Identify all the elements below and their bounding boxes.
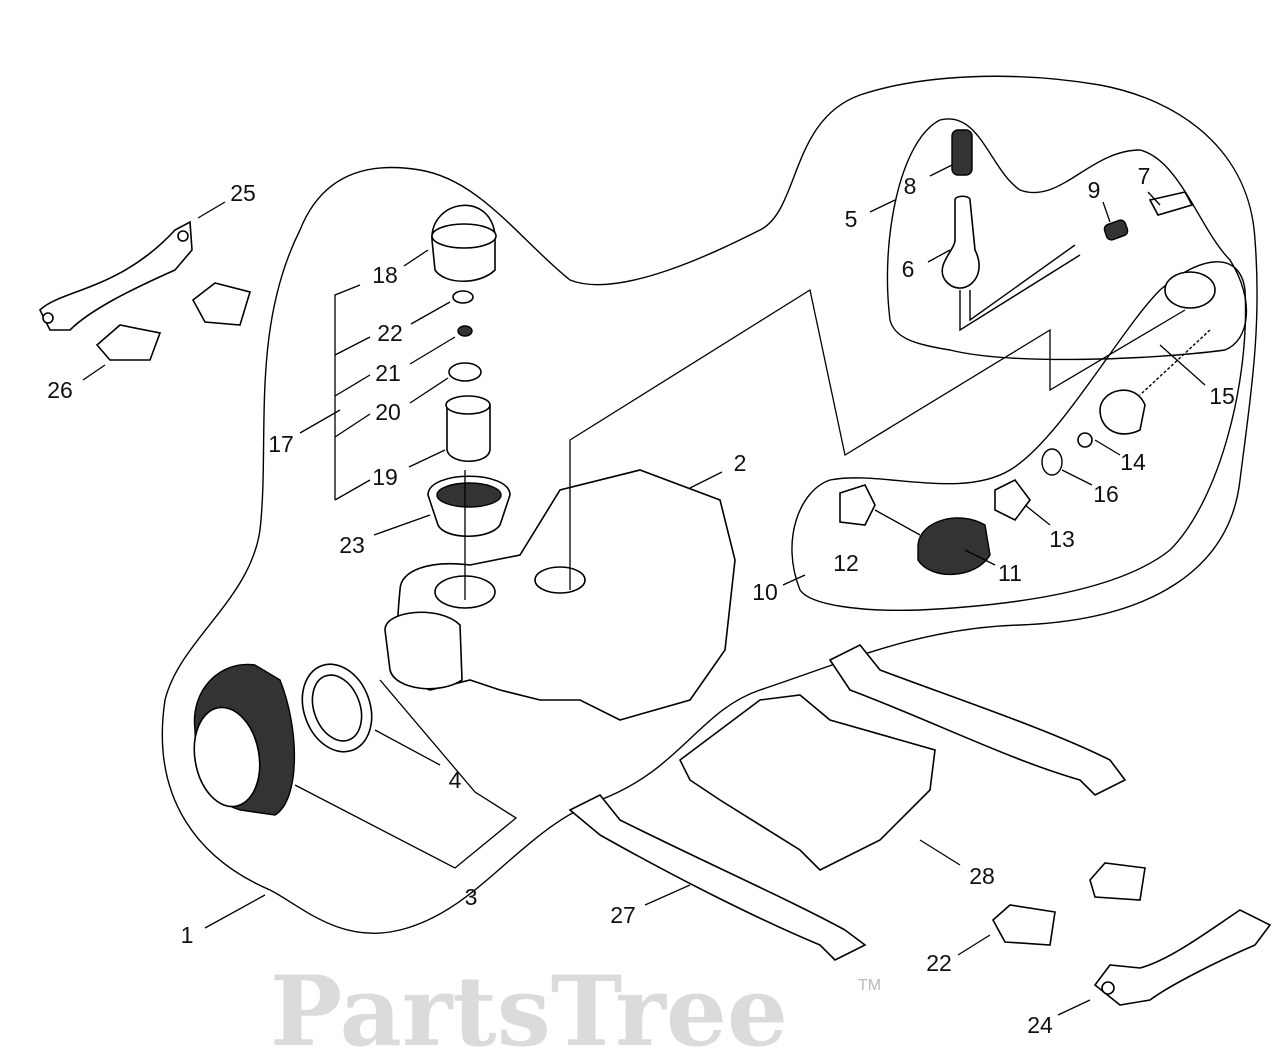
callout-28: 28: [969, 863, 995, 889]
part-16-oring: [1041, 448, 1063, 476]
filter-outline: [791, 261, 1247, 612]
callout-22: 22: [377, 320, 403, 346]
fuel-line-routing: [569, 288, 1186, 457]
callout-23: 23: [339, 532, 365, 558]
callout-21: 21: [375, 360, 401, 386]
callout-9: 9: [1088, 177, 1101, 203]
callout-6: 6: [902, 256, 915, 282]
callout-3: 3: [465, 884, 478, 910]
callout-8: 8: [904, 173, 917, 199]
callout-22-lower: 22: [926, 950, 952, 976]
part-11-filter-body: [917, 517, 991, 576]
part-28-mount-plate: [678, 694, 936, 871]
part-15-spring: [1139, 329, 1211, 396]
callout-25: 25: [230, 180, 256, 206]
callout-24: 24: [1027, 1012, 1053, 1038]
leader-lines: [82, 164, 1206, 1016]
part-7-return-line: [1148, 191, 1194, 216]
part-20-disc: [448, 362, 482, 382]
part-9-grommet: [1103, 219, 1129, 241]
watermark: PartsTree: [270, 955, 788, 1053]
part-6-primer-line: [941, 195, 980, 289]
callout-20: 20: [375, 399, 401, 425]
part-22-pad: [991, 904, 1056, 946]
part-14-plug: [1077, 432, 1093, 448]
pad-lower-right: [1089, 862, 1146, 901]
part-12-filter-element: [839, 484, 876, 526]
tank-assembly-outline: [161, 75, 1258, 935]
callout-5: 5: [845, 206, 858, 232]
callout-26: 26: [47, 377, 73, 403]
part-15-cup: [1099, 389, 1146, 435]
part-22-disc: [452, 290, 474, 304]
callout-27: 27: [610, 902, 636, 928]
callout-labels: 25 18 22 21 20 17 19 23 26 2 8 9 7 5 6 1…: [47, 163, 1235, 1038]
callout-19: 19: [372, 464, 398, 490]
watermark-tm: TM: [858, 977, 881, 994]
callout-16: 16: [1093, 481, 1119, 507]
callout-2: 2: [734, 450, 747, 476]
part-26-pad: [95, 324, 162, 361]
part-19-sleeve: [446, 404, 491, 462]
part-27-strap: [568, 793, 867, 961]
strap-upper: [828, 643, 1127, 796]
callout-14: 14: [1120, 449, 1146, 475]
callout-11: 11: [998, 560, 1022, 586]
callout-12: 12: [833, 550, 859, 576]
part-15-filter-cap: [1164, 271, 1216, 309]
callout-17: 17: [268, 431, 294, 457]
callout-18: 18: [372, 262, 398, 288]
part-24-bracket: [1093, 909, 1272, 1006]
part-5-fuel-line: [959, 244, 1081, 332]
callout-10: 10: [752, 579, 778, 605]
fuel-line-outline: [886, 118, 1248, 361]
callout-7: 7: [1138, 163, 1151, 189]
callout-4: 4: [449, 767, 462, 793]
fuel-cap-face: [193, 706, 261, 808]
callout-1: 1: [181, 922, 194, 948]
part-21-ring: [457, 325, 473, 337]
callout-15: 15: [1209, 383, 1235, 409]
callout-13: 13: [1049, 526, 1075, 552]
part-13-filter: [994, 478, 1031, 522]
part-26-pad-upper: [191, 282, 252, 326]
part-25-bracket: [39, 220, 193, 331]
part-8-spring: [951, 129, 973, 176]
